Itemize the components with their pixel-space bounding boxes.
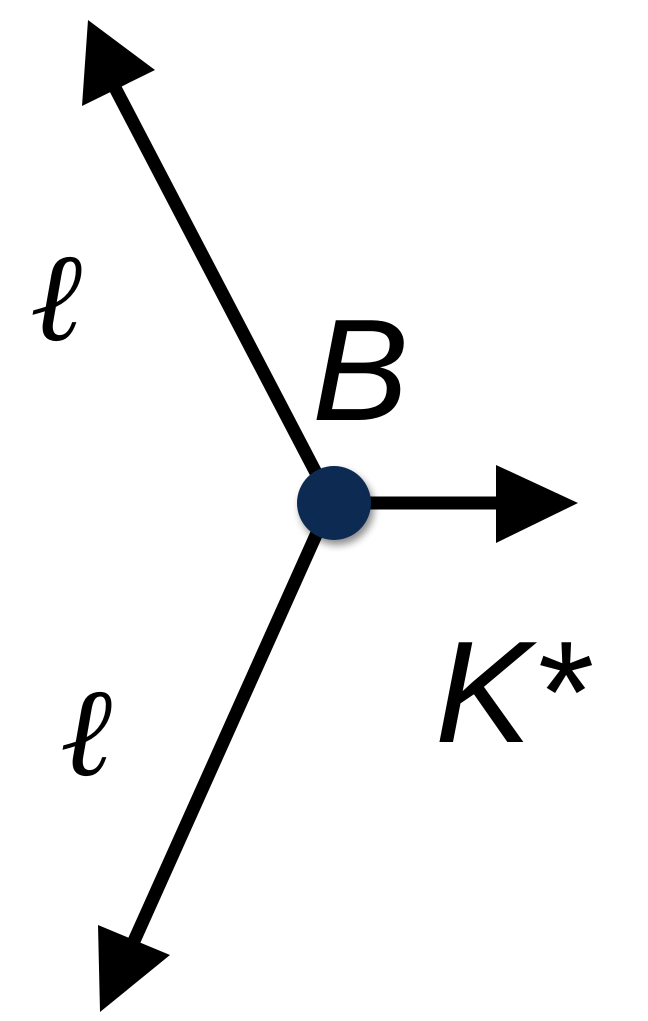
arrowhead-top <box>82 20 155 106</box>
lepton-line-top <box>106 78 331 494</box>
label-kaon: K* <box>435 611 593 773</box>
vertex-dot <box>297 466 371 540</box>
lepton-line-bottom <box>124 512 331 953</box>
label-lepton-top: ℓ <box>30 225 82 370</box>
label-vertex: B <box>312 289 409 451</box>
arrowhead-right <box>496 465 578 543</box>
label-lepton-bottom: ℓ <box>60 660 112 805</box>
arrowhead-bottom <box>98 925 170 1012</box>
